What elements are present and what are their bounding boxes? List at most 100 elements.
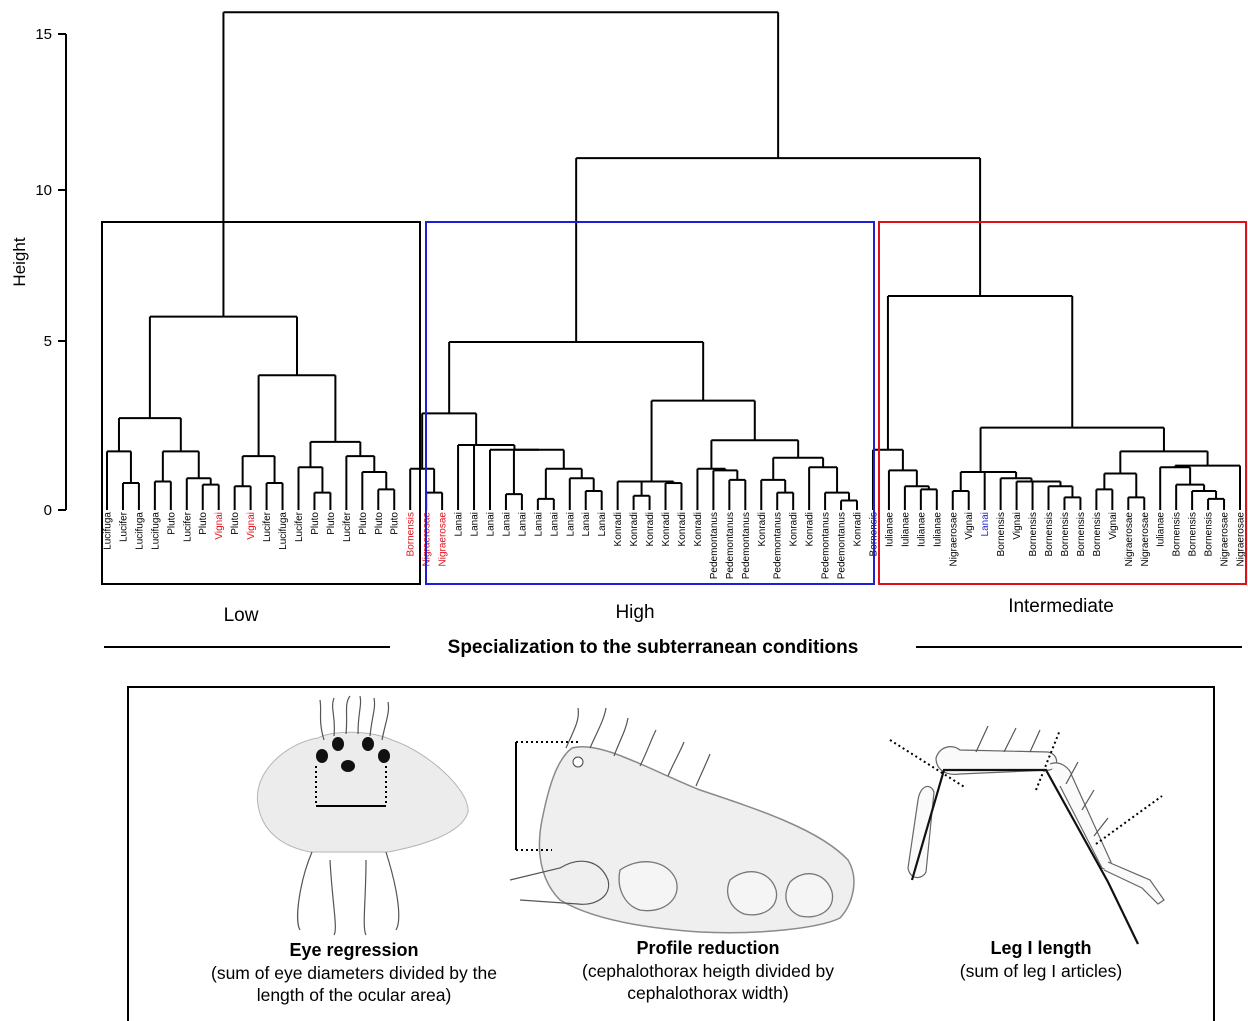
leaf-label: Vignai xyxy=(964,512,975,540)
trait-2-desc-line-1: (cephalothorax heigth divided by xyxy=(582,961,834,981)
leaf-label: Pluto xyxy=(310,512,321,535)
eye-right-inner xyxy=(362,737,374,751)
eye-left-outer xyxy=(316,749,328,763)
leaf-label: Lucifuga xyxy=(103,512,114,550)
leaf-label: Konradi xyxy=(853,512,864,546)
group-label-low: Low xyxy=(224,605,259,626)
leaf-label: Bornensis xyxy=(1076,512,1087,556)
leaf-label: Pedemontanus xyxy=(837,512,848,579)
leaf-label: Lucifer xyxy=(118,511,129,542)
leaf-label: Lanai xyxy=(533,512,544,536)
leaf-label: Bornensis xyxy=(1028,512,1039,556)
leaf-label: Lanai xyxy=(485,512,496,536)
leaf-label: Bornensis xyxy=(1204,512,1215,556)
leaf-label: Lucifer xyxy=(182,511,193,542)
leaf-label: Bornensis xyxy=(406,512,417,556)
leaf-label: Konradi xyxy=(693,512,704,546)
leaf-label: Lucifuga xyxy=(150,512,161,550)
leaf-label: Konradi xyxy=(661,512,672,546)
leaf-label: Bornensis xyxy=(1172,512,1183,556)
pedipalp-sketch xyxy=(509,860,610,905)
leaf-label: Bornensis xyxy=(1188,512,1199,556)
leaf-label: Pluto xyxy=(198,512,209,535)
leaf-label: Nigraerosae xyxy=(948,512,959,567)
leg-metatarsus xyxy=(1049,762,1112,870)
leaf-label: Pedemontanus xyxy=(709,512,720,579)
leaf-label: Vignai xyxy=(214,512,225,540)
eye-left-inner xyxy=(332,737,344,751)
leaf-label: Pluto xyxy=(390,512,401,535)
leaf-label: Lanai xyxy=(597,512,608,536)
leaf-label: Konradi xyxy=(613,512,624,546)
cephalothorax-front-shape xyxy=(256,731,469,853)
ocular-area-dotted-guides xyxy=(315,766,387,806)
leg-tarsus xyxy=(1103,861,1165,905)
setae-sketch xyxy=(319,695,390,741)
height-dotted-guides xyxy=(516,741,580,851)
leaf-label: Lanai xyxy=(581,512,592,536)
banner-title: Specialization to the subterranean condi… xyxy=(448,637,859,658)
leaf-label: Bornensis xyxy=(1060,512,1071,556)
leaf-label: Vignai xyxy=(1108,512,1119,540)
leaf-label: Lanai xyxy=(980,512,991,536)
trait-1-desc-line-1: (sum of eye diameters divided by the xyxy=(211,963,497,983)
leaf-label: Pluto xyxy=(358,512,369,535)
coxa-1 xyxy=(618,861,678,912)
profile-reduction-illustration xyxy=(509,707,855,934)
leaf-label: Lanai xyxy=(565,512,576,536)
y-axis: 0 5 10 15 Height xyxy=(10,26,67,519)
lateral-eye xyxy=(572,756,584,768)
leaf-label: Bornensis xyxy=(1044,512,1055,556)
leaf-label: Konradi xyxy=(757,512,768,546)
leg-femur-left xyxy=(907,785,935,879)
trait-2-desc-line-2: cephalothorax width) xyxy=(627,983,788,1003)
leg-setae-sketch xyxy=(975,725,1109,837)
dorsal-setae-sketch xyxy=(565,707,711,787)
leaf-label: Konradi xyxy=(629,512,640,546)
traits-panel xyxy=(127,686,1215,1021)
leg-length-illustration xyxy=(889,725,1165,945)
leaf-label: Pedemontanus xyxy=(725,512,736,579)
trait-1-desc-line-2: length of the ocular area) xyxy=(257,985,452,1005)
leaf-label: Lucifer xyxy=(262,511,273,542)
leaf-label: Pluto xyxy=(230,512,241,535)
trait-3-desc-line-1: (sum of leg I articles) xyxy=(960,961,1122,981)
leaf-label: Pluto xyxy=(166,512,177,535)
leaf-label: Bornensis xyxy=(1092,512,1103,556)
leaf-label: Nigraerosae xyxy=(438,512,449,567)
leaf-label: Konradi xyxy=(645,512,656,546)
leaf-label: Pedemontanus xyxy=(821,512,832,579)
y-tick-label-5: 5 xyxy=(44,333,52,350)
leaf-label: Nigraerosae xyxy=(1124,512,1135,567)
leaf-label: Konradi xyxy=(805,512,816,546)
group-label-high: High xyxy=(615,602,654,623)
leaf-label: Lanai xyxy=(454,512,465,536)
leaf-label: Lucifer xyxy=(342,511,353,542)
leaf-label: Lanai xyxy=(517,512,528,536)
dendrogram-tree xyxy=(106,11,1241,510)
leg-joint-cut-3 xyxy=(1095,795,1163,845)
leg-joint-cut-2 xyxy=(1035,729,1061,791)
group-box-intermediate xyxy=(878,221,1247,585)
group-box-high xyxy=(425,221,875,585)
coxa-3 xyxy=(785,873,834,918)
y-tick-label-10: 10 xyxy=(35,182,52,199)
leaf-label: Vignai xyxy=(246,512,257,540)
eye-regression-illustration xyxy=(256,695,469,936)
leaf-label: Nigraerosae xyxy=(1236,512,1247,567)
leaf-label: Lucifer xyxy=(294,511,305,542)
trait-2-title: Profile reduction xyxy=(636,938,779,958)
leaf-label: Iulianae xyxy=(884,512,895,547)
leaf-label: Iulianae xyxy=(916,512,927,547)
leaf-label: Nigraerosae xyxy=(1220,512,1231,567)
leaf-label: Lanai xyxy=(470,512,481,536)
trait-1-title: Eye regression xyxy=(289,940,418,960)
eye-right-outer xyxy=(378,749,390,763)
chelicerae-sketch xyxy=(297,851,400,936)
leaf-label: Iulianae xyxy=(932,512,943,547)
leaf-label: Lucifuga xyxy=(278,512,289,550)
leaf-label: Lanai xyxy=(549,512,560,536)
group-box-low xyxy=(101,221,421,585)
leaf-label: Konradi xyxy=(789,512,800,546)
